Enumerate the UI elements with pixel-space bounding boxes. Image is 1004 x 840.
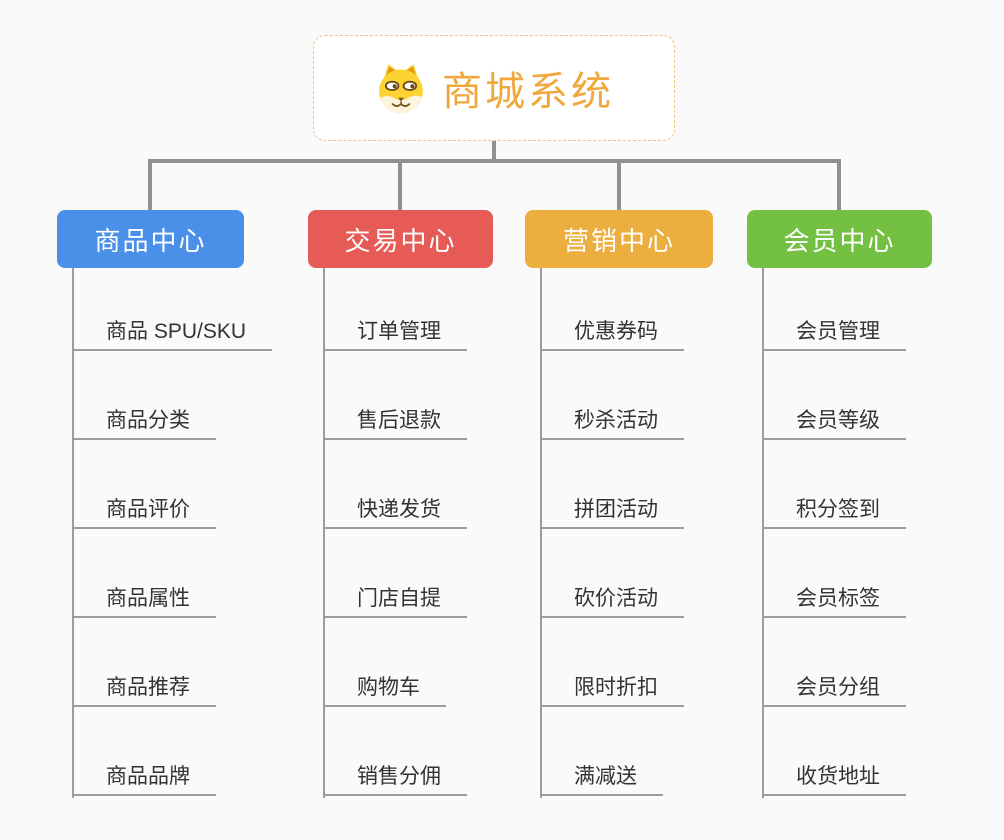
branch-trade-center: 交易中心 订单管理 售后退款 快递发货 门店自提 购物车 销售分佣 (308, 0, 528, 840)
leaf-node[interactable]: 商品分类 (72, 409, 216, 440)
root-title: 商城系统 (442, 70, 614, 114)
leaf-node[interactable]: 积分签到 (762, 498, 906, 529)
leaf-node[interactable]: 收货地址 (762, 765, 906, 796)
leaf-node[interactable]: 门店自提 (323, 587, 467, 618)
leaf-node[interactable]: 会员分组 (762, 676, 906, 707)
branch-spine (540, 268, 542, 798)
connector-horizontal-rail (148, 159, 841, 163)
leaf-node[interactable]: 拼团活动 (540, 498, 684, 529)
connector-root-stem (492, 141, 496, 161)
branch-header-product-center[interactable]: 商品中心 (57, 210, 244, 268)
leaf-node[interactable]: 商品 SPU/SKU (72, 320, 273, 351)
leaf-node[interactable]: 优惠券码 (540, 320, 684, 351)
leaf-node[interactable]: 砍价活动 (540, 587, 684, 618)
leaf-node[interactable]: 秒杀活动 (540, 409, 684, 440)
shiba-dog-icon (379, 64, 423, 114)
branch-spine (762, 268, 764, 798)
branch-spine (72, 268, 74, 798)
connector-drop-product (148, 159, 152, 210)
connector-drop-trade (398, 159, 402, 210)
leaf-node[interactable]: 售后退款 (323, 409, 467, 440)
leaf-node[interactable]: 会员标签 (762, 587, 906, 618)
leaf-node[interactable]: 会员管理 (762, 320, 906, 351)
branch-header-marketing-center[interactable]: 营销中心 (525, 210, 713, 268)
branch-product-center: 商品中心 商品 SPU/SKU 商品分类 商品评价 商品属性 商品推荐 商品品牌 (57, 0, 297, 840)
leaf-node[interactable]: 商品评价 (72, 498, 216, 529)
leaf-node[interactable]: 限时折扣 (540, 676, 684, 707)
branch-spine (323, 268, 325, 798)
root-node[interactable]: 商城系统 (313, 35, 675, 141)
leaf-node[interactable]: 购物车 (323, 676, 446, 707)
branch-header-member-center[interactable]: 会员中心 (747, 210, 932, 268)
branch-header-trade-center[interactable]: 交易中心 (308, 210, 493, 268)
leaf-node[interactable]: 满减送 (540, 765, 663, 796)
leaf-node[interactable]: 商品推荐 (72, 676, 216, 707)
connector-drop-member (837, 159, 841, 210)
leaf-node[interactable]: 商品属性 (72, 587, 216, 618)
leaf-node[interactable]: 商品品牌 (72, 765, 216, 796)
leaf-node[interactable]: 订单管理 (323, 320, 467, 351)
leaf-node[interactable]: 会员等级 (762, 409, 906, 440)
branch-marketing-center: 营销中心 优惠券码 秒杀活动 拼团活动 砍价活动 限时折扣 满减送 (525, 0, 745, 840)
leaf-node[interactable]: 销售分佣 (323, 765, 467, 796)
connector-drop-marketing (617, 159, 621, 210)
leaf-node[interactable]: 快递发货 (323, 498, 467, 529)
branch-member-center: 会员中心 会员管理 会员等级 积分签到 会员标签 会员分组 收货地址 (747, 0, 977, 840)
